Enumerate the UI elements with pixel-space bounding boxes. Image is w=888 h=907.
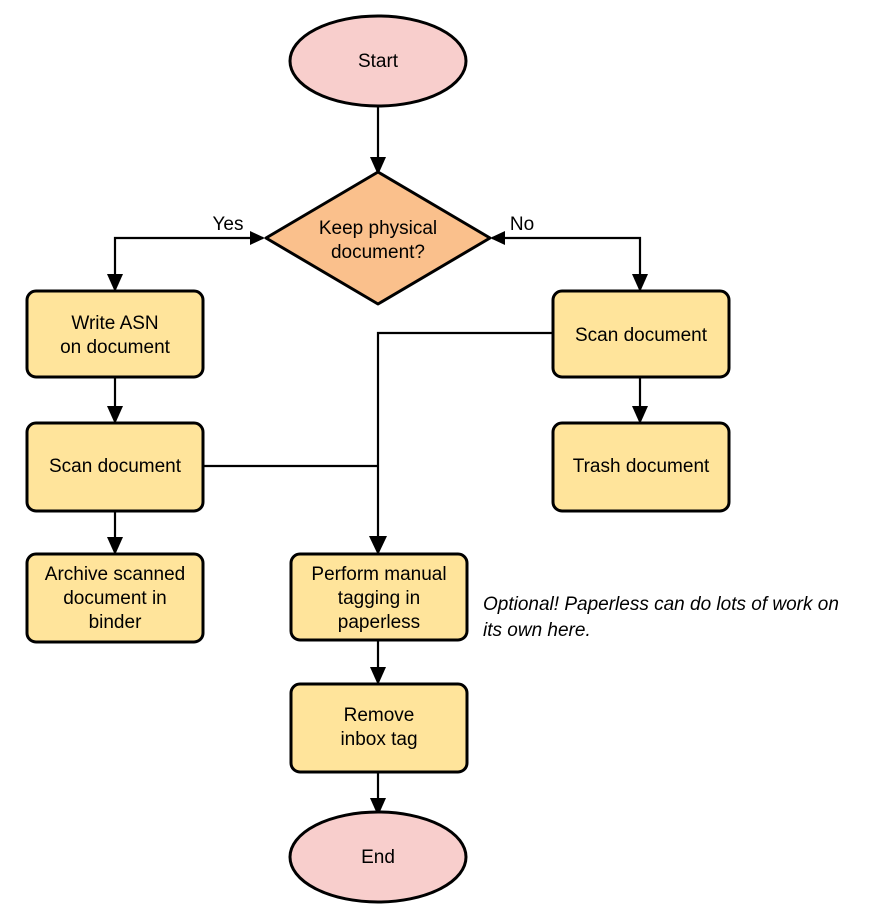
- node-decision-label-line1: Keep physical: [319, 218, 437, 239]
- node-decision-shape[interactable]: [264, 170, 492, 306]
- note-optional-line2: its own here.: [483, 620, 591, 641]
- edge-scan-left-to-archive: [107, 512, 123, 555]
- node-trash-document-label: Trash document: [573, 456, 710, 477]
- edge-remove-inbox-to-end: [370, 772, 386, 816]
- node-archive-binder-label-line3: binder: [89, 612, 142, 633]
- node-scan-document-right[interactable]: Scan document: [551, 289, 731, 379]
- node-remove-inbox-tag-label-line1: Remove: [344, 705, 415, 726]
- node-end-shape[interactable]: [288, 810, 468, 904]
- node-scan-document-right-shape[interactable]: [551, 289, 731, 379]
- node-archive-binder[interactable]: Archive scanned document in binder: [25, 552, 205, 644]
- node-remove-inbox-tag[interactable]: Remove inbox tag: [289, 682, 469, 774]
- node-scan-document-right-label: Scan document: [575, 325, 708, 346]
- node-remove-inbox-tag-shape[interactable]: [289, 682, 469, 774]
- edge-label-yes: Yes: [213, 214, 244, 235]
- note-optional-paperless: Optional! Paperless can do lots of work …: [483, 594, 839, 641]
- node-start[interactable]: Start: [288, 14, 468, 108]
- node-manual-tagging-shape[interactable]: [289, 552, 469, 642]
- node-scan-document-left[interactable]: Scan document: [25, 421, 205, 513]
- node-trash-document-shape[interactable]: [551, 421, 731, 513]
- node-end-label: End: [361, 847, 395, 868]
- node-end[interactable]: End: [288, 810, 468, 904]
- node-decision-label-line2: document?: [331, 242, 425, 263]
- node-scan-document-left-label: Scan document: [49, 456, 182, 477]
- edge-decision-yes-to-write-asn: [107, 231, 265, 292]
- node-decision-keep-physical-document[interactable]: Keep physical document?: [264, 170, 492, 306]
- note-optional-line1: Optional! Paperless can do lots of work …: [483, 594, 839, 615]
- node-write-asn-label-line2: on document: [60, 337, 171, 358]
- node-archive-binder-label-line1: Archive scanned: [45, 564, 185, 585]
- node-trash-document[interactable]: Trash document: [551, 421, 731, 513]
- edge-start-to-decision: [370, 104, 386, 175]
- node-archive-binder-label-line2: document in: [63, 588, 167, 609]
- edge-scan-right-to-trash: [632, 378, 648, 424]
- node-manual-tagging-label-line2: tagging in: [338, 588, 420, 609]
- node-start-shape[interactable]: [288, 14, 468, 108]
- node-write-asn-shape[interactable]: [25, 289, 205, 379]
- edge-label-no: No: [510, 214, 534, 235]
- node-write-asn[interactable]: Write ASN on document: [25, 289, 205, 379]
- node-scan-document-left-shape[interactable]: [25, 421, 205, 513]
- node-remove-inbox-tag-label-line2: inbox tag: [340, 729, 417, 750]
- node-manual-tagging[interactable]: Perform manual tagging in paperless: [289, 552, 469, 642]
- node-start-label: Start: [358, 51, 399, 72]
- edge-decision-no-to-scan-right: [490, 231, 648, 292]
- node-archive-binder-shape[interactable]: [25, 552, 205, 644]
- node-manual-tagging-label-line3: paperless: [338, 612, 420, 633]
- edge-tagging-to-remove-inbox: [370, 641, 386, 685]
- edge-scan-right-to-tagging: [369, 331, 552, 555]
- edge-write-asn-to-scan-left: [107, 378, 123, 424]
- node-manual-tagging-label-line1: Perform manual: [311, 564, 446, 585]
- node-write-asn-label-line1: Write ASN: [71, 313, 158, 334]
